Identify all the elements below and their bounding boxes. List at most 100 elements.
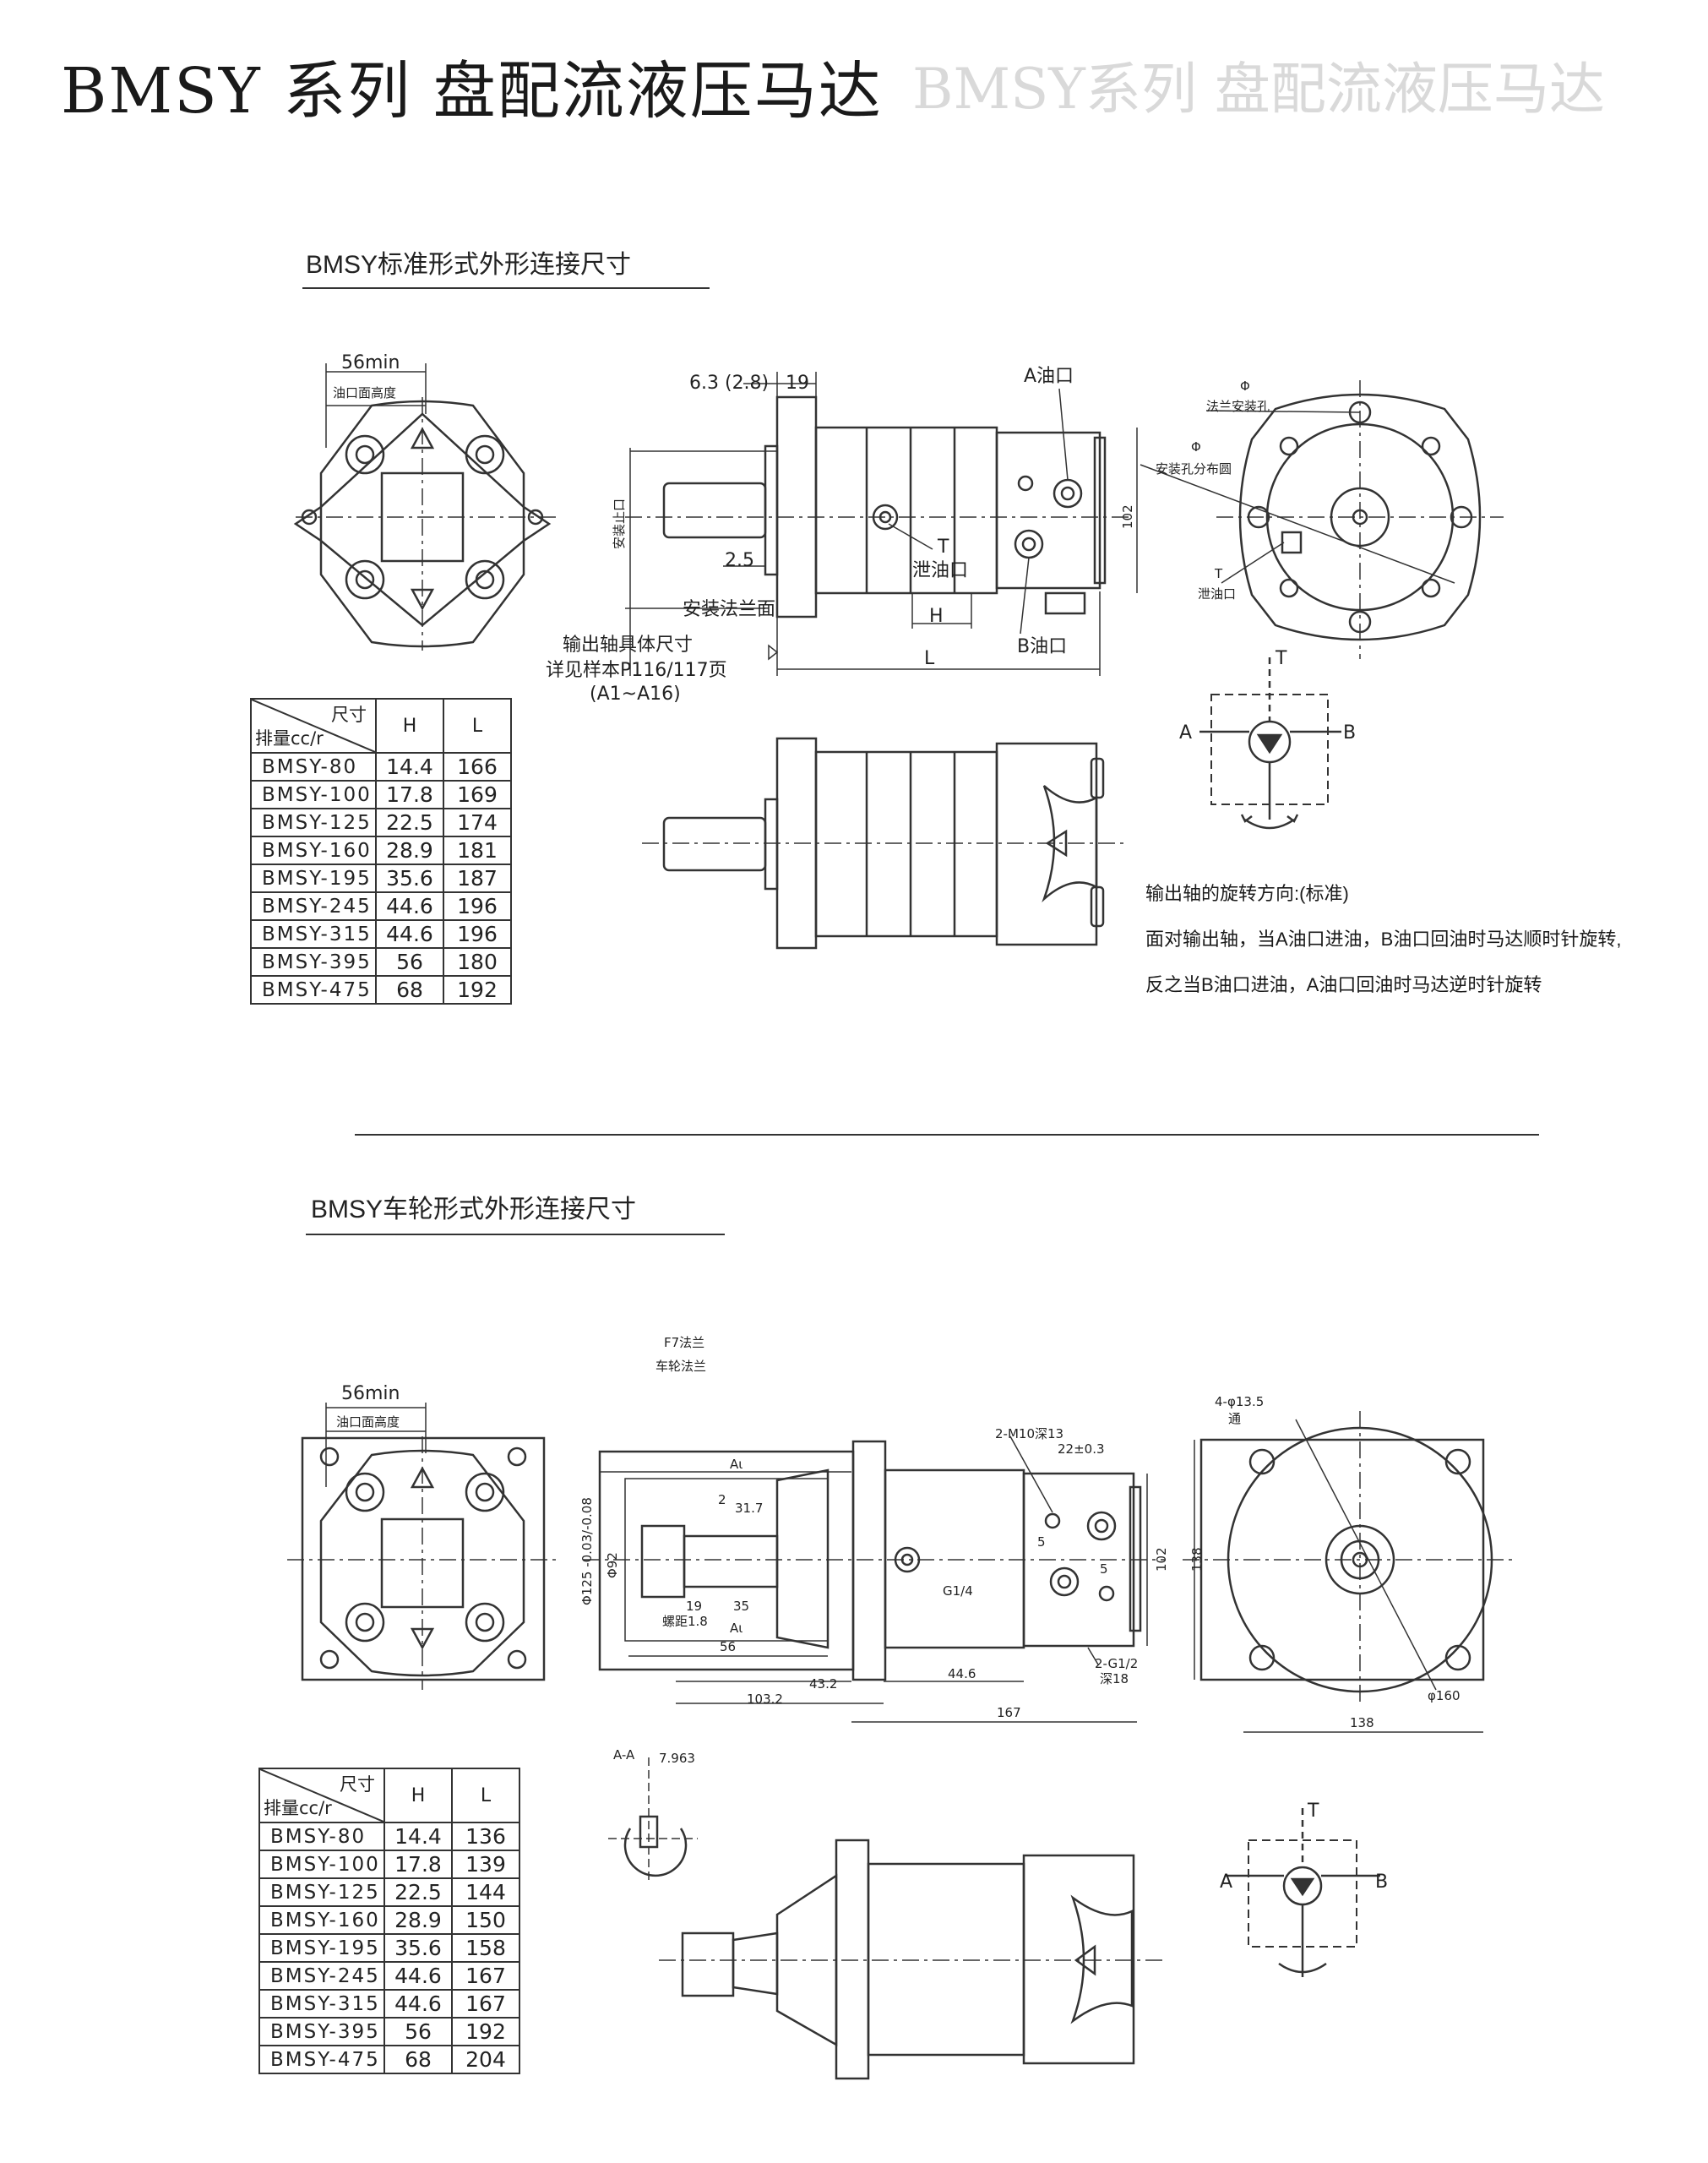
- h-cell: 35.6: [383, 1933, 453, 1963]
- shaft-note-1: 输出轴具体尺寸: [563, 635, 693, 656]
- l-cell: 174: [443, 808, 512, 837]
- model-cell: BMSY-80: [258, 1822, 385, 1851]
- l-cell: 167: [451, 1961, 520, 1991]
- model-cell: BMSY-395: [258, 2017, 385, 2046]
- dim-5a-label: 5: [1037, 1534, 1046, 1550]
- model-cell: BMSY-475: [250, 975, 377, 1005]
- standard-bottom-view: [642, 737, 1123, 950]
- l-cell: 196: [443, 891, 512, 921]
- l-cell: 169: [443, 780, 512, 809]
- model-cell: BMSY-100: [250, 780, 377, 809]
- phi125-label: Φ125 -0.03/-0.08: [579, 1497, 595, 1605]
- l-cell: 192: [443, 975, 512, 1005]
- h-cell: 44.6: [375, 891, 444, 921]
- l-cell: 181: [443, 836, 512, 865]
- dim-138v-label: 138: [1189, 1547, 1205, 1572]
- model-cell: BMSY-125: [250, 808, 377, 837]
- model-cell: BMSY-195: [258, 1933, 385, 1963]
- pilot-label: 安装止口: [612, 499, 627, 549]
- h-cell: 17.8: [375, 780, 444, 809]
- wheel-title-underline: [306, 1234, 725, 1235]
- model-cell: BMSY-315: [258, 1989, 385, 2019]
- header-size: 尺寸: [331, 705, 367, 725]
- l-cell: 158: [451, 1933, 520, 1963]
- l-cell: 204: [451, 2045, 520, 2074]
- l-cell: 150: [451, 1905, 520, 1935]
- m10-label: 2-M10深13: [995, 1426, 1063, 1441]
- standard-title-underline: [302, 287, 710, 289]
- h-cell: 35.6: [375, 864, 444, 893]
- wheel-dim-102-label: 102: [1154, 1547, 1169, 1572]
- model-cell: BMSY-245: [250, 891, 377, 921]
- wheel-min56-label: 56min: [341, 1383, 400, 1404]
- port-b-label: B油口: [1017, 636, 1067, 657]
- front-t-label: T: [1214, 566, 1223, 581]
- h-cell: 28.9: [375, 836, 444, 865]
- dim-19-label: 19: [786, 373, 809, 394]
- symbol-t-label: T: [1275, 648, 1287, 669]
- model-cell: BMSY-475: [258, 2045, 385, 2074]
- l-cell: 144: [451, 1877, 520, 1907]
- h-cell: 14.4: [383, 1822, 453, 1851]
- wheel-header-h: H: [383, 1768, 453, 1823]
- f7-label-1: F7法兰: [664, 1335, 704, 1350]
- model-cell: BMSY-160: [258, 1905, 385, 1935]
- wheel-port-height-label: 油口面高度: [336, 1414, 400, 1430]
- wheel-bottom-view: [659, 1839, 1166, 2080]
- h-cell: 17.8: [383, 1850, 453, 1879]
- h-cell: 22.5: [383, 1877, 453, 1907]
- wheel-port-face-view: [287, 1403, 561, 1690]
- dim-a1-top: Aι: [730, 1457, 742, 1472]
- h-cell: 22.5: [375, 808, 444, 837]
- dim-432-label: 43.2: [809, 1676, 837, 1692]
- wheel-front-view: [1183, 1411, 1512, 1733]
- l-cell: 136: [451, 1822, 520, 1851]
- key-label: 7.963: [659, 1751, 695, 1766]
- page-title: BMSY 系列 盘配流液压马达: [61, 55, 883, 128]
- wheel-symbol-b-label: B: [1375, 1872, 1388, 1893]
- h-cell: 56: [383, 2017, 453, 2046]
- flange-face-label: 安装法兰面: [683, 599, 775, 620]
- g12b-label: 深18: [1100, 1671, 1129, 1686]
- phi92-label: Φ92: [605, 1552, 620, 1578]
- port-height-label: 油口面高度: [333, 385, 396, 400]
- shaft-note-2: 详见样本P116/117页: [546, 660, 727, 681]
- wheel-header-l: L: [451, 1768, 520, 1823]
- dim-317-label: 31.7: [735, 1501, 763, 1516]
- thread-label: 螺距1.8: [662, 1614, 708, 1629]
- dim-138h-label: 138: [1350, 1715, 1374, 1730]
- dim-63-label: 6.3 (2.8): [689, 373, 769, 394]
- dim-35-label: 35: [733, 1599, 749, 1614]
- l-cell: 192: [451, 2017, 520, 2046]
- hole-label: 4-φ13.5: [1215, 1394, 1264, 1409]
- phi-label-2: Φ: [1191, 439, 1201, 455]
- dim-446-label: 44.6: [948, 1666, 976, 1681]
- wheel-header-disp: 排量cc/r: [264, 1798, 332, 1818]
- standard-side-view: [625, 372, 1138, 676]
- h-cell: 14.4: [375, 752, 444, 782]
- dim-a1-bottom: Aι: [730, 1621, 742, 1636]
- standard-hydraulic-symbol: [1199, 657, 1341, 830]
- f7-label-2: 车轮法兰: [655, 1359, 706, 1374]
- rotation-line-1: 面对输出轴，当A油口进油，B油口回油时马达顺时针旋转,: [1145, 929, 1622, 950]
- g14-label: G1/4: [943, 1583, 973, 1599]
- through-label: 通: [1228, 1411, 1241, 1426]
- dim-102-label: 102: [1120, 504, 1135, 529]
- standard-port-face-view: [293, 363, 558, 651]
- wheel-side-view: [583, 1436, 1166, 1723]
- symbol-b-label: B: [1343, 722, 1356, 744]
- ghost-title: BMSY系列 盘配流液压马达: [912, 57, 1605, 122]
- h-cell: 44.6: [375, 919, 444, 949]
